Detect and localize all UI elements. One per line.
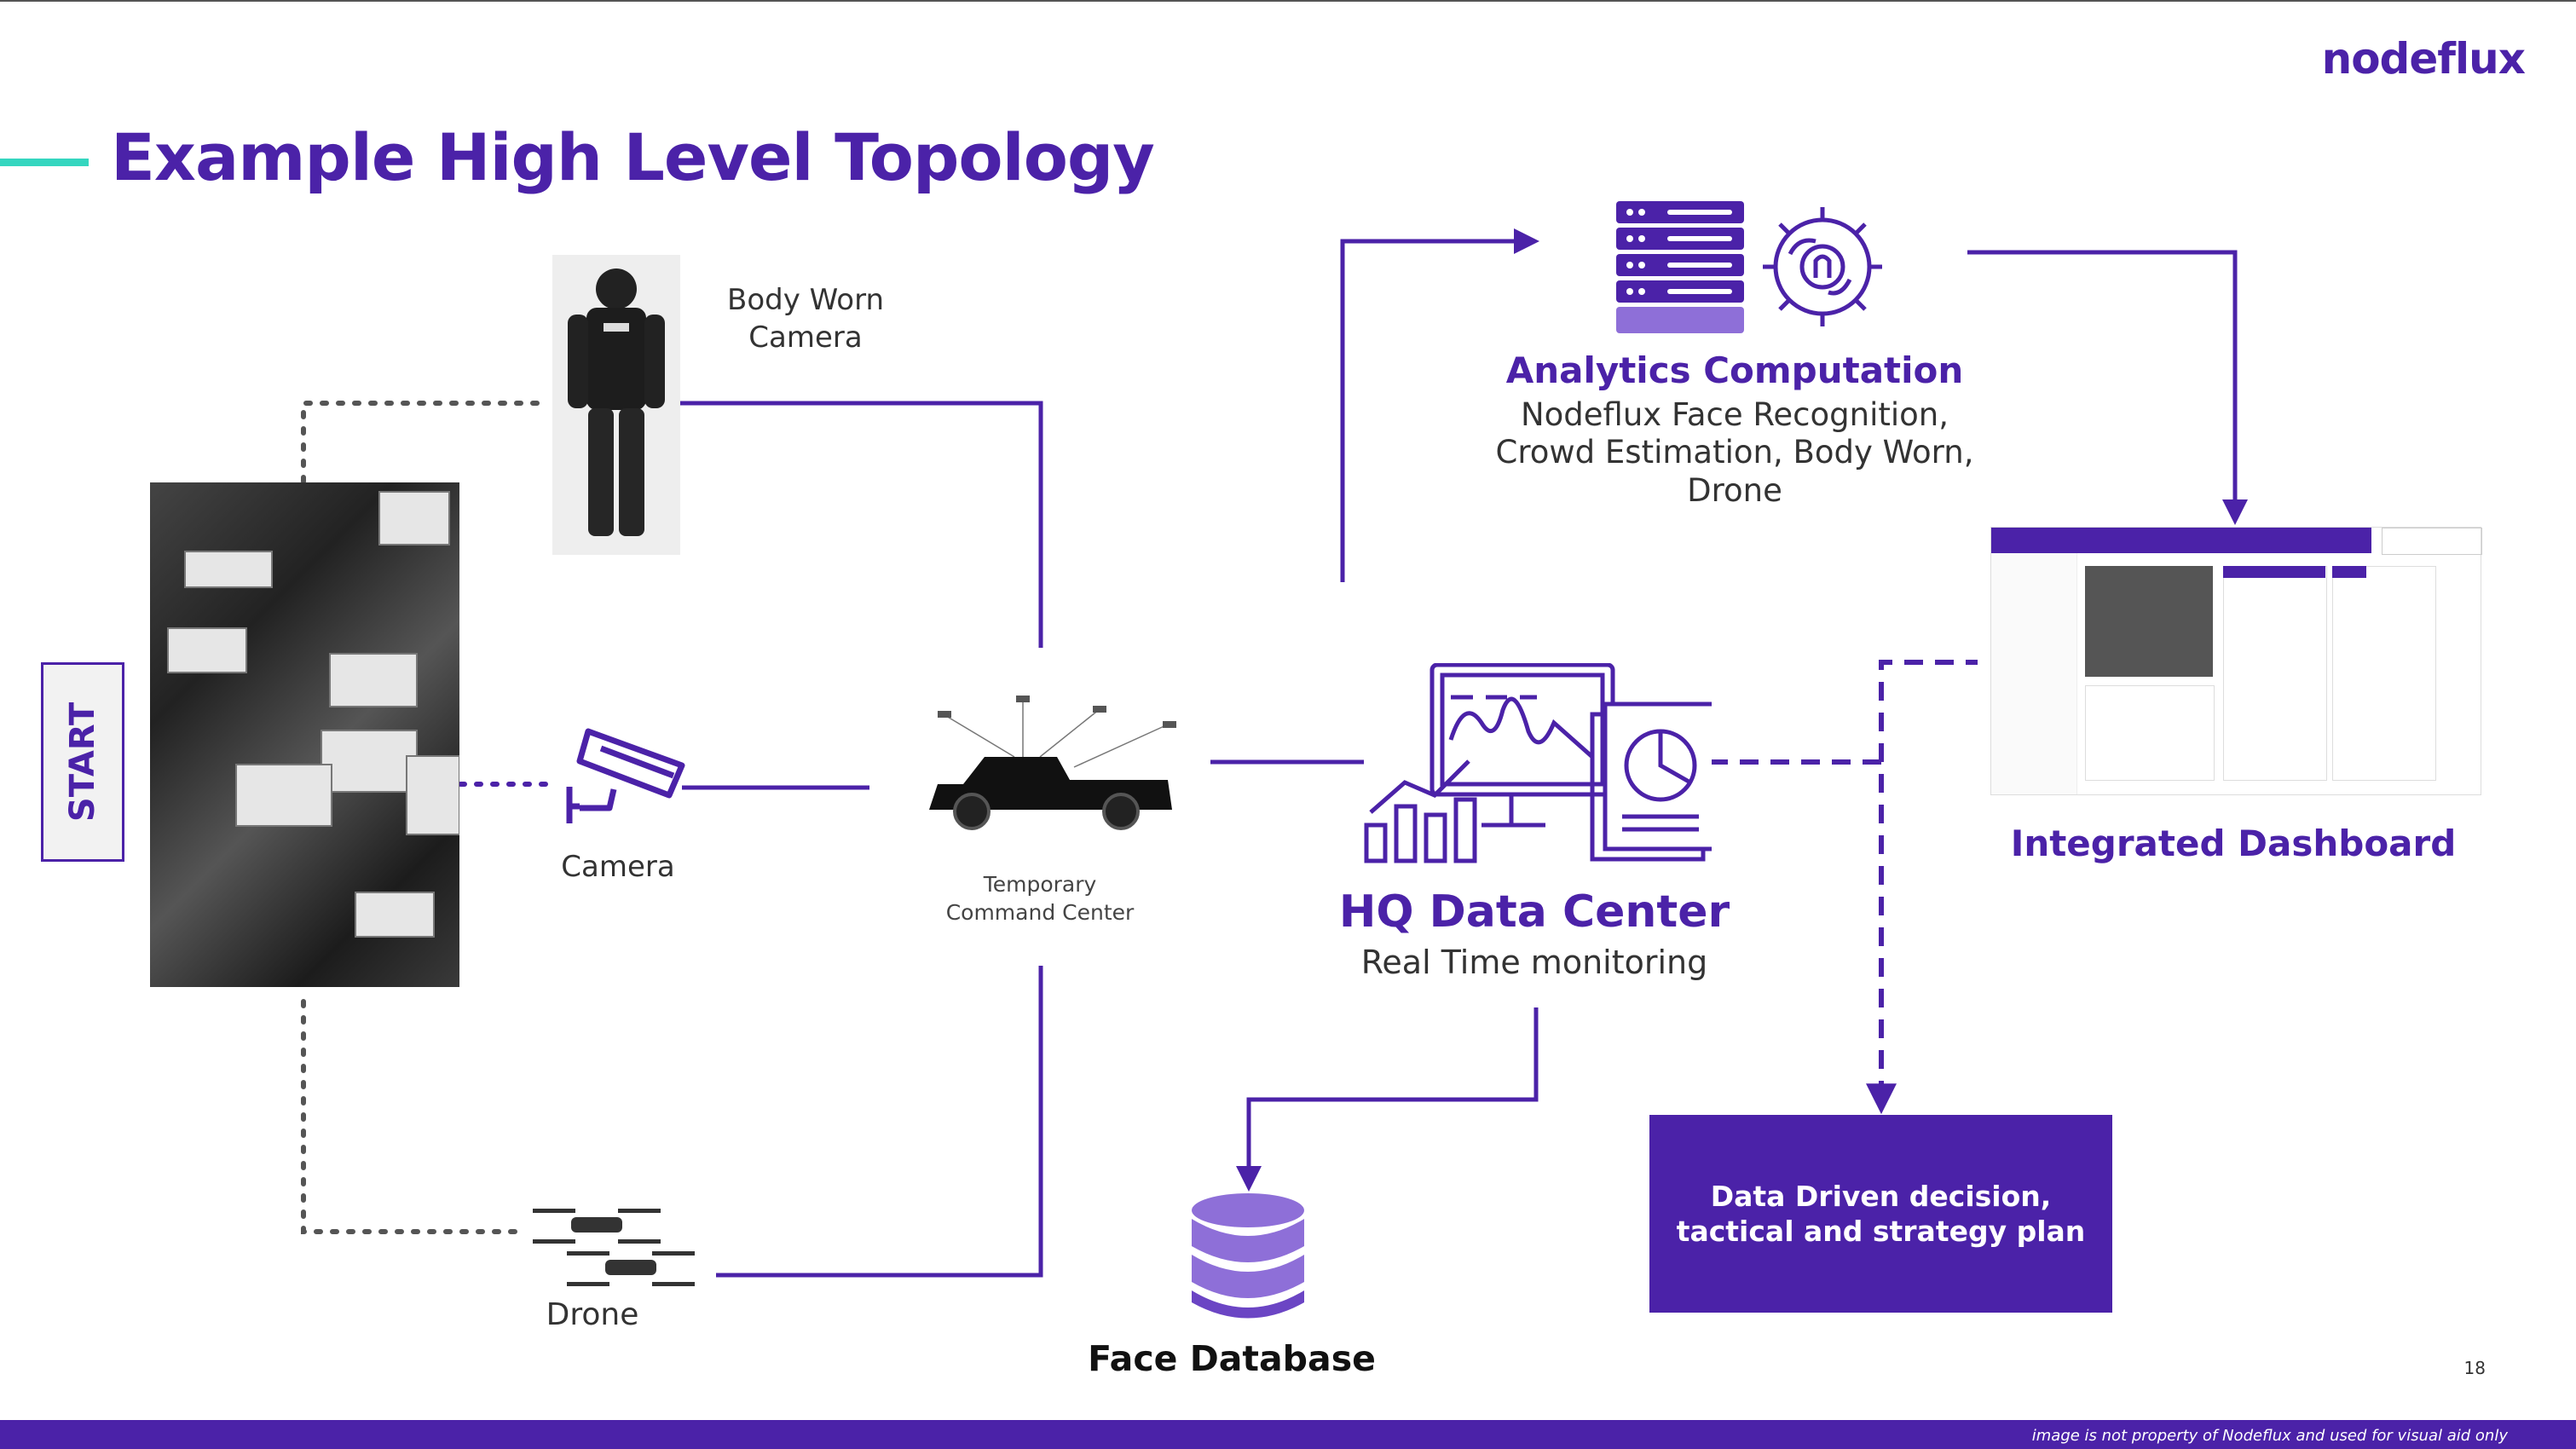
decision-box: Data Driven decision, tactical and strat… <box>1649 1115 2112 1313</box>
start-box: START <box>41 662 124 862</box>
slide-title: Example High Level Topology <box>111 119 1155 195</box>
server-rack-icon <box>1616 201 1744 333</box>
analytics-description: Nodeflux Face Recognition, Crowd Estimat… <box>1495 396 1974 509</box>
dashboard-title: Integrated Dashboard <box>2010 823 2457 864</box>
link-body-worn-to-command <box>680 401 1043 648</box>
link-drone-to-command <box>716 966 1043 1278</box>
link-hq-to-analytics <box>1340 228 1539 582</box>
footer-disclaimer: image is not property of Nodeflux and us… <box>2031 1427 2508 1445</box>
drone-icon <box>533 1209 695 1286</box>
link-analytics-to-dashboard <box>1967 250 2248 525</box>
nodeflux-logo: nodeflux <box>2321 34 2526 84</box>
body-worn-label: Body Worn Camera <box>727 283 884 355</box>
top-rule <box>0 0 2576 2</box>
command-center-label: Temporary Command Center <box>945 872 1135 925</box>
link-hq-to-face-db <box>1236 1007 1539 1192</box>
database-icon <box>1192 1193 1304 1319</box>
dashed-link-dashboard <box>1879 660 1978 762</box>
cctv-camera-icon <box>566 728 685 823</box>
dashboard-screenshot <box>1990 527 2482 795</box>
body-worn-officer-photo <box>552 255 680 555</box>
monitor-chart-icon <box>1364 663 1712 863</box>
start-label: START <box>63 701 103 823</box>
face-database-title: Face Database <box>1088 1338 1376 1379</box>
hq-subtitle: Real Time monitoring <box>1360 944 1708 981</box>
pickup-truck-icon <box>929 696 1176 830</box>
footer-bar <box>0 1420 2576 1449</box>
camera-label: Camera <box>561 850 675 884</box>
crowd-photo <box>150 482 459 987</box>
hq-title: HQ Data Center <box>1338 886 1730 938</box>
dotted-link-drone <box>301 999 523 1234</box>
title-accent-bar <box>0 159 89 166</box>
analytics-title: Analytics Computation <box>1505 349 1964 391</box>
drone-label: Drone <box>546 1297 639 1332</box>
page-number: 18 <box>2463 1358 2486 1378</box>
ai-brain-gear-icon <box>1763 207 1882 326</box>
